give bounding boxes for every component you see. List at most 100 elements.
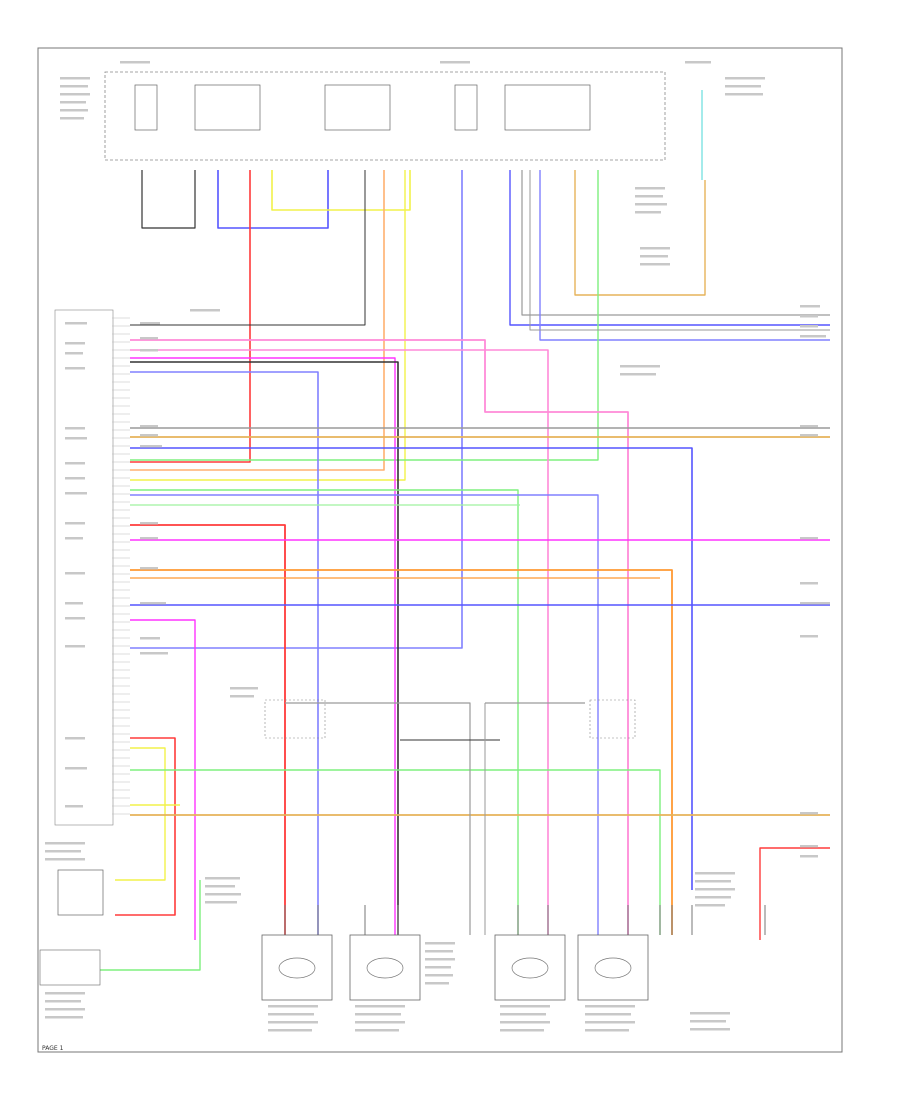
label-mark <box>500 1029 544 1032</box>
label-mark <box>190 309 220 312</box>
label-mark <box>205 885 235 888</box>
label-mark <box>355 1005 405 1008</box>
right-front-wheel-sensor <box>577 934 649 1001</box>
label-mark <box>640 247 670 250</box>
label-mark <box>65 572 85 575</box>
wire-black-gnd <box>141 170 196 229</box>
label-mark <box>60 109 88 112</box>
label-mark <box>60 93 90 96</box>
label-mark <box>620 373 656 376</box>
label-mark <box>140 602 166 605</box>
label-mark <box>695 896 731 899</box>
label-mark <box>800 434 818 437</box>
label-mark <box>65 342 85 345</box>
label-mark <box>140 349 158 352</box>
label-mark <box>620 365 660 368</box>
wire-green-r1 <box>130 170 599 461</box>
wire-yellow-2 <box>130 170 406 481</box>
label-mark <box>268 1021 318 1024</box>
yaw-rate-box <box>264 699 326 739</box>
label-mark <box>65 537 83 540</box>
wire-violet-rf <box>130 494 599 935</box>
label-mark <box>65 437 87 440</box>
label-mark <box>65 462 85 465</box>
label-mark <box>140 445 162 448</box>
wire-red-right <box>759 847 830 940</box>
label-mark <box>425 974 453 977</box>
wire-black-rr <box>130 357 396 935</box>
label-mark <box>725 77 765 80</box>
fuse-2 <box>454 84 478 131</box>
wire-blue-r1 <box>509 170 830 326</box>
ecu-pin-lines <box>112 317 130 815</box>
wire-green-lf <box>130 489 519 935</box>
label-mark <box>635 203 667 206</box>
brake-switch-box <box>57 869 104 916</box>
label-mark <box>65 805 83 808</box>
wire-orange-long <box>130 569 673 935</box>
label-mark <box>725 93 763 96</box>
label-mark <box>635 187 665 190</box>
wire-green-bottom <box>130 769 661 935</box>
label-mark <box>205 893 241 896</box>
label-mark <box>800 582 818 585</box>
wire-black-2 <box>130 170 366 326</box>
label-mark <box>585 1021 635 1024</box>
label-mark <box>65 352 83 355</box>
wire-can-1 <box>285 702 471 935</box>
label-mark <box>65 617 85 620</box>
label-mark <box>355 1021 405 1024</box>
label-mark <box>800 855 818 858</box>
wire-gray-r2 <box>529 170 830 331</box>
wire-blue-relay <box>217 170 329 229</box>
label-mark <box>425 942 455 945</box>
label-mark <box>205 901 237 904</box>
label-mark <box>425 958 455 961</box>
label-mark <box>45 850 81 853</box>
page-label: PAGE 1 <box>42 1045 64 1052</box>
relay-1 <box>194 84 261 131</box>
label-mark <box>140 522 158 525</box>
label-mark <box>140 434 158 437</box>
wire-violet-r1 <box>539 170 830 341</box>
label-mark <box>800 602 830 605</box>
label-mark <box>690 1012 730 1015</box>
label-mark <box>800 635 818 638</box>
label-mark <box>585 1013 631 1016</box>
label-mark <box>585 1005 635 1008</box>
label-mark <box>440 61 470 64</box>
label-mark <box>140 322 160 325</box>
wires <box>100 90 830 971</box>
label-mark <box>65 522 85 525</box>
label-mark <box>800 315 818 318</box>
label-mark <box>355 1013 401 1016</box>
label-mark <box>425 966 451 969</box>
wire-red-1 <box>130 170 251 463</box>
label-mark <box>640 263 670 266</box>
rf-sensor-coil <box>594 957 632 979</box>
relay-3 <box>504 84 591 131</box>
label-mark <box>725 85 761 88</box>
label-mark <box>268 1013 314 1016</box>
right-rear-wheel-sensor <box>349 934 421 1001</box>
label-mark <box>45 1008 85 1011</box>
rr-sensor-coil <box>366 957 404 979</box>
label-mark <box>635 211 661 214</box>
label-mark <box>800 305 820 308</box>
wire-gray-r1 <box>521 170 830 316</box>
label-mark <box>230 695 254 698</box>
label-mark <box>140 425 158 428</box>
label-mark <box>140 567 158 570</box>
wire-yellow-brake <box>115 747 166 881</box>
label-mark <box>355 1029 399 1032</box>
label-mark <box>140 637 160 640</box>
label-mark <box>695 880 731 883</box>
label-mark <box>800 812 818 815</box>
label-mark <box>230 687 258 690</box>
label-mark <box>60 85 88 88</box>
label-mark <box>695 872 735 875</box>
label-mark <box>45 1016 83 1019</box>
label-mark <box>60 101 86 104</box>
label-mark <box>800 537 818 540</box>
